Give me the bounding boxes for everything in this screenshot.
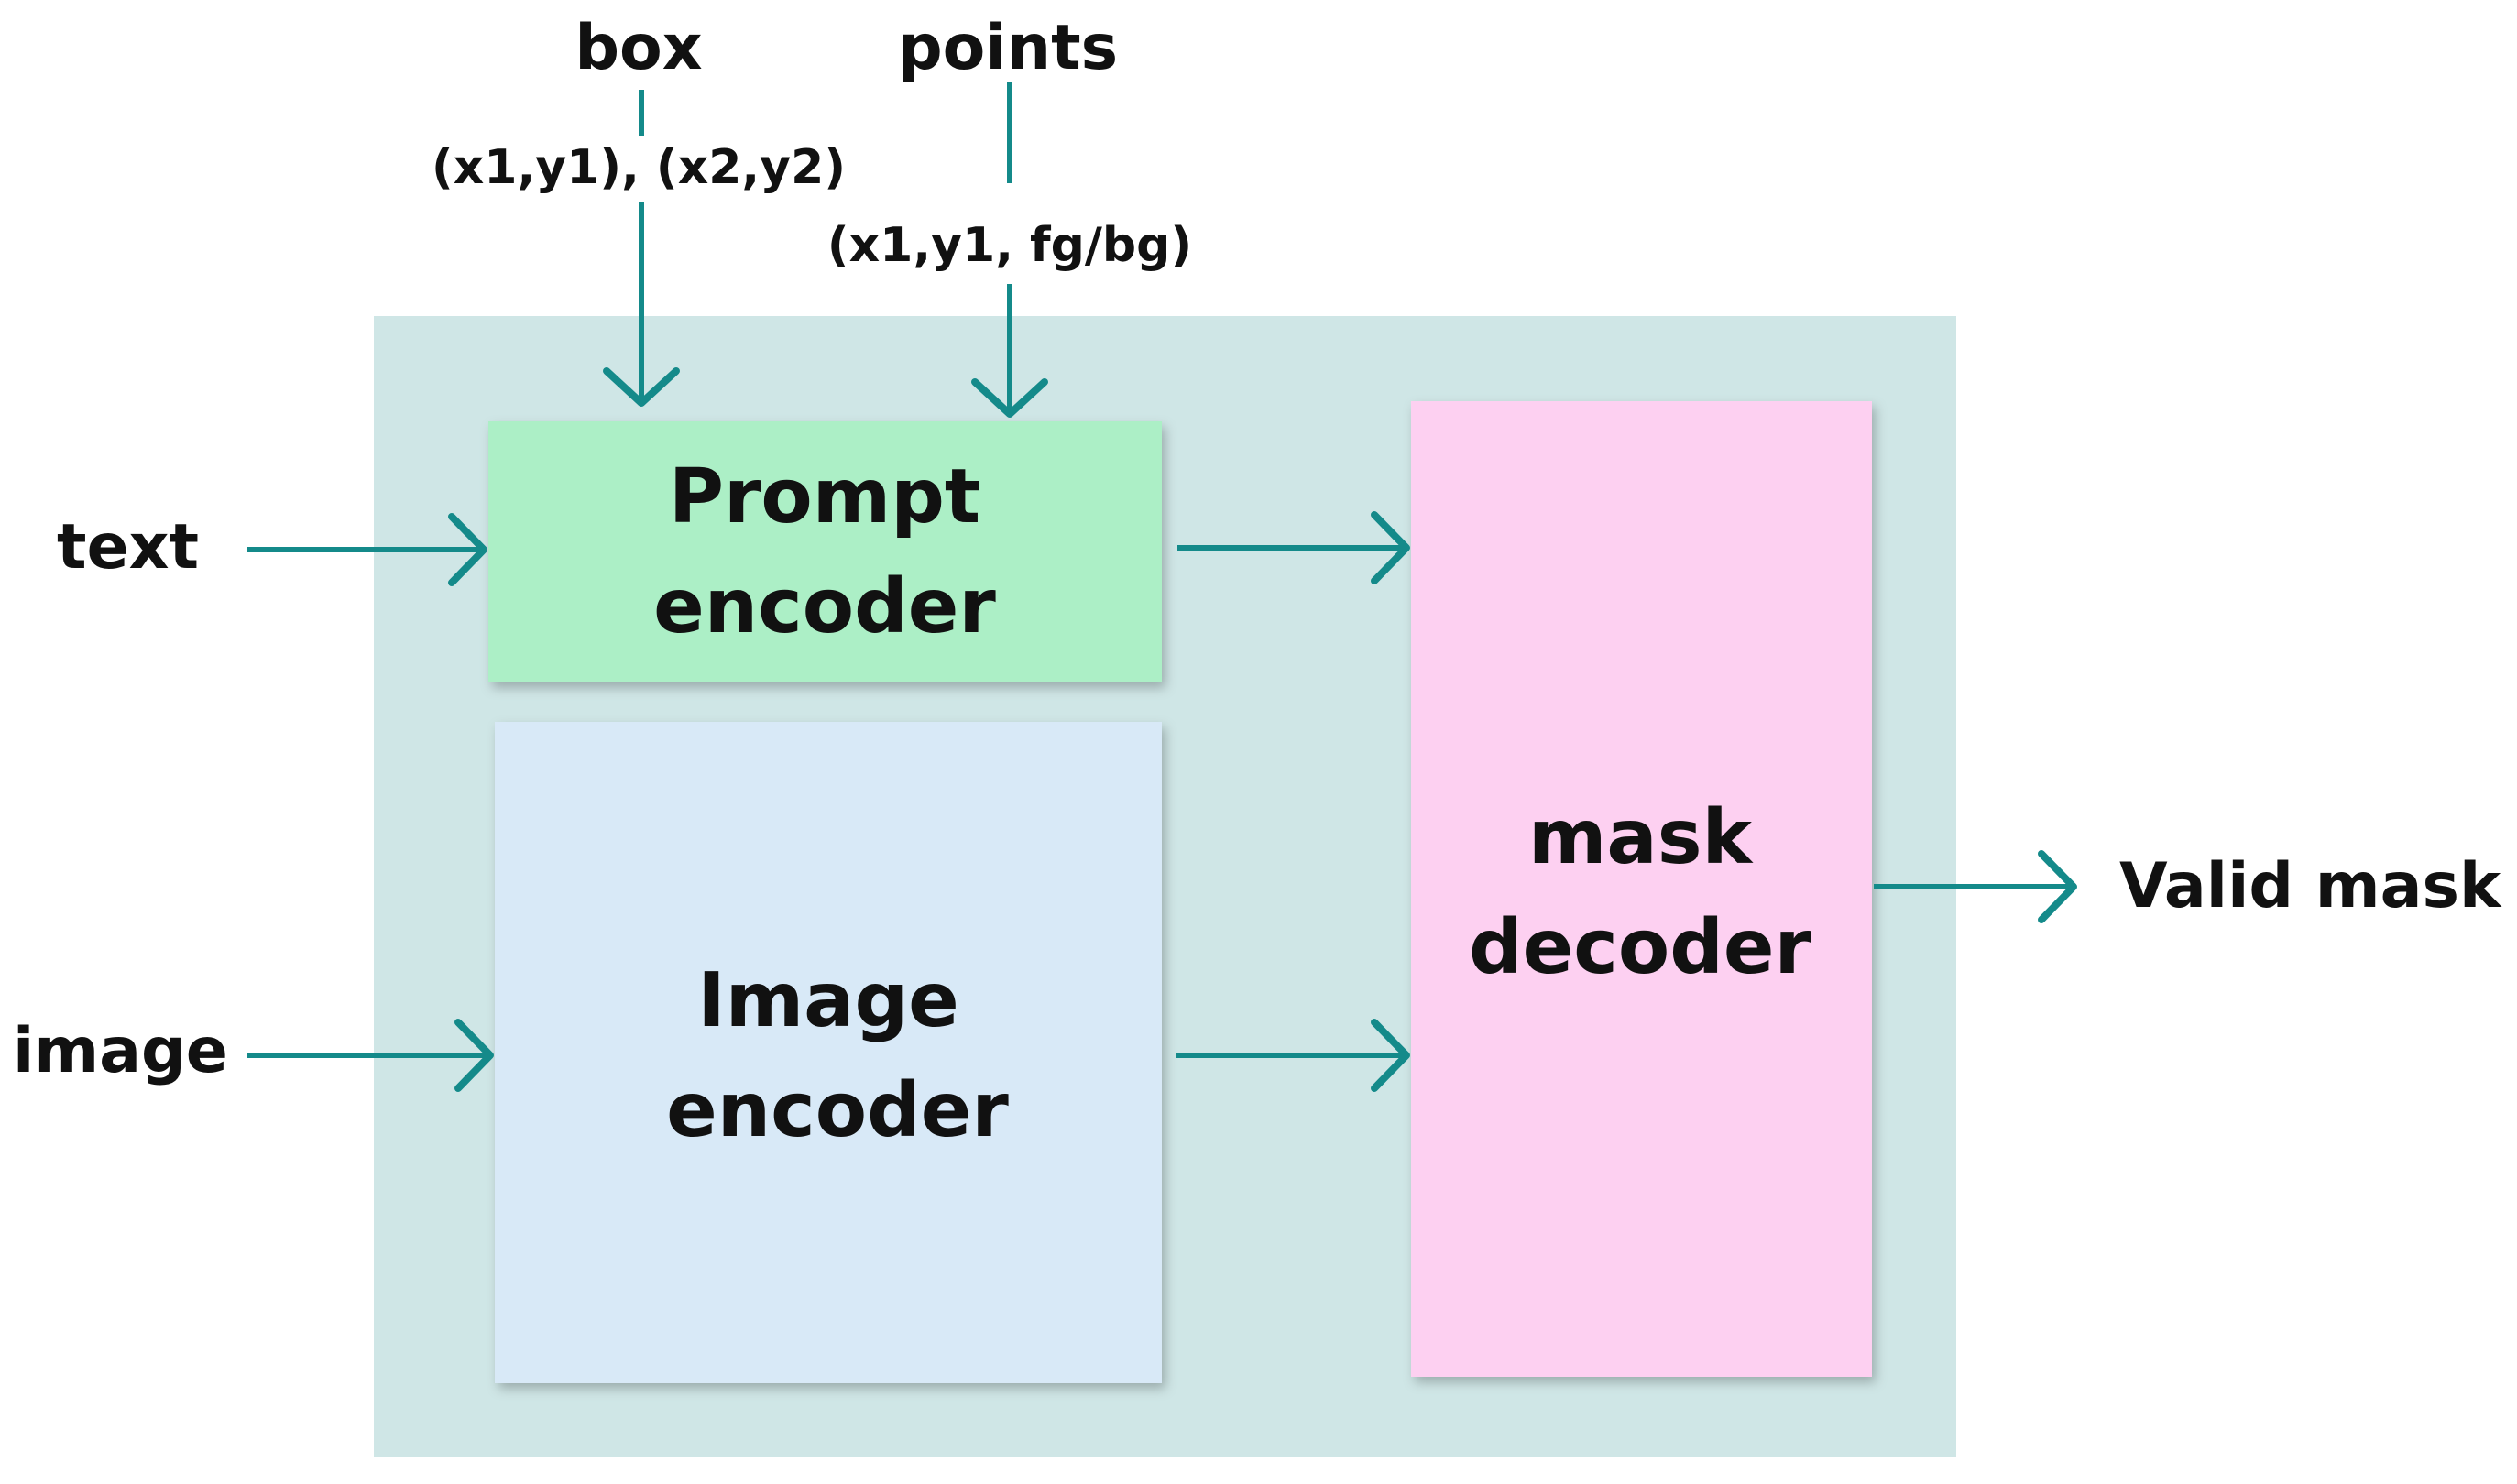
image-arrow <box>247 1019 494 1092</box>
image-to-decoder-arrow <box>1176 1019 1410 1092</box>
box-input-label: box <box>575 12 702 84</box>
box-coords-label: (x1,y1), (x2,y2) <box>432 140 846 195</box>
text-arrow <box>247 513 487 586</box>
mask-decoder-label-line2: decoder <box>1469 904 1812 991</box>
points-arrow <box>971 82 1048 418</box>
mask-decoder-label-line1: mask <box>1528 794 1755 881</box>
prompt-encoder-label-line1: Prompt <box>669 453 980 540</box>
points-coords-label: (x1,y1, fg/bg) <box>827 218 1192 273</box>
prompt-encoder-label-line2: encoder <box>653 563 996 650</box>
prompt-to-decoder-arrow <box>1177 511 1410 584</box>
box-arrow <box>603 90 680 407</box>
mask-decoder-block <box>1411 401 1872 1377</box>
valid-mask-output-label: Valid mask <box>2119 850 2502 922</box>
decoder-to-output-arrow <box>1874 850 2077 923</box>
text-input-label: text <box>57 511 199 584</box>
image-encoder-label-line2: encoder <box>666 1067 1009 1154</box>
image-encoder-label-line1: Image <box>697 957 959 1044</box>
image-input-label: image <box>13 1015 228 1087</box>
points-input-label: points <box>898 12 1118 84</box>
image-encoder-block <box>495 722 1162 1383</box>
prompt-encoder-block <box>488 421 1162 682</box>
